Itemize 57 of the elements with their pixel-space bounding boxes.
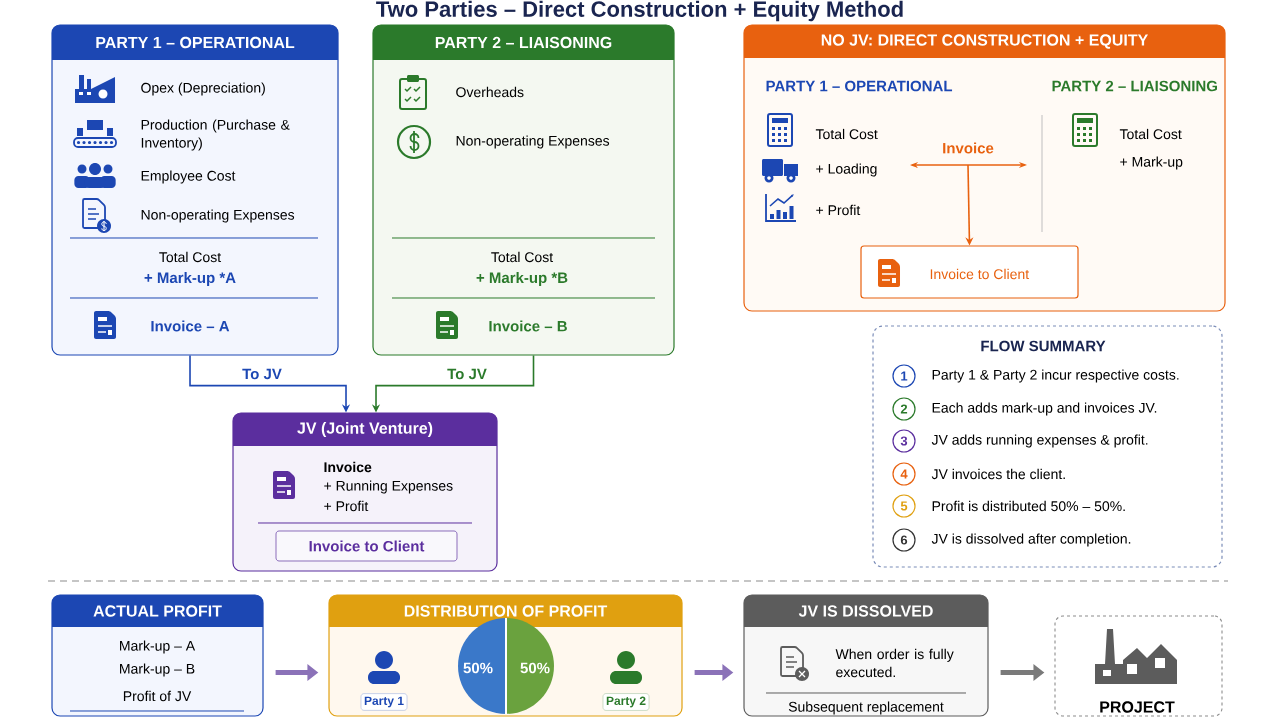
edge-label: To JV bbox=[240, 367, 284, 381]
invoice-box: Invoice to Client bbox=[275, 530, 458, 562]
markup-label: + Mark-up *B bbox=[476, 272, 568, 286]
cost-item: Production (Purchase & Inventory) bbox=[141, 119, 290, 151]
cost-item: + Mark-up bbox=[1120, 156, 1183, 170]
panel-header: PARTY 1 – OPERATIONAL bbox=[52, 25, 338, 60]
profit-item: Mark-up – B bbox=[120, 663, 195, 677]
dissolve-note: When order is fully executed. bbox=[835, 648, 954, 678]
cost-item: + Profit bbox=[816, 204, 861, 216]
summary-step: JV invoices the client. bbox=[931, 468, 1065, 480]
panel-header: JV (Joint Venture) bbox=[233, 413, 497, 446]
invoice-heading: Invoice bbox=[324, 461, 372, 473]
edge-label: To JV bbox=[445, 367, 489, 381]
summary-heading: FLOW SUMMARY bbox=[981, 340, 1106, 352]
cost-item: Total Cost bbox=[815, 128, 878, 140]
summary-step: Profit is distributed 50% – 50%. bbox=[932, 500, 1125, 512]
panel-header: ACTUAL PROFIT bbox=[52, 595, 263, 627]
profit-item: Mark-up – A bbox=[120, 640, 196, 654]
panel-header: PARTY 2 – LIAISONING bbox=[373, 25, 674, 60]
total-label: Total Cost bbox=[491, 251, 553, 263]
cost-item: + Profit bbox=[324, 500, 369, 512]
cost-item: Overheads bbox=[456, 86, 524, 98]
party-badge: Party 2 bbox=[602, 693, 650, 711]
total-label: Total Cost bbox=[159, 251, 221, 263]
summary-step: JV adds running expenses & profit. bbox=[931, 434, 1148, 448]
markup-label: + Mark-up *A bbox=[144, 272, 236, 286]
cost-item: Employee Cost bbox=[141, 170, 236, 184]
summary-step: Party 1 & Party 2 incur respective costs. bbox=[932, 369, 1179, 383]
step-number: 4 bbox=[892, 462, 916, 486]
cost-item: + Loading bbox=[816, 163, 877, 177]
project-label: PROJECT bbox=[1100, 701, 1175, 713]
cost-item: + Running Expenses bbox=[324, 480, 453, 494]
step-number: 1 bbox=[892, 364, 916, 388]
profit-item: Profit of JV bbox=[123, 690, 192, 702]
cost-item: Non-operating Expenses bbox=[141, 209, 295, 223]
diagram-title: Two Parties – Direct Construction + Equity Method bbox=[376, 0, 903, 22]
summary-step: Each adds mark-up and invoices JV. bbox=[932, 402, 1157, 416]
cost-item: Non-operating Expenses bbox=[456, 135, 610, 149]
step-number: 6 bbox=[892, 528, 916, 552]
party-badge: Party 1 bbox=[360, 693, 408, 711]
percent-label: 50% bbox=[520, 662, 550, 674]
invoice-label: Invoice – A bbox=[151, 320, 230, 332]
party-heading: PARTY 1 – OPERATIONAL bbox=[766, 80, 953, 92]
step-number: 3 bbox=[892, 429, 916, 453]
cost-item: Opex (Depreciation) bbox=[141, 82, 265, 96]
invoice-label: Invoice – B bbox=[489, 320, 567, 332]
percent-label: 50% bbox=[463, 662, 493, 674]
step-number: 2 bbox=[892, 397, 916, 421]
panel-header: DISTRIBUTION OF PROFIT bbox=[329, 595, 682, 627]
panel-header: NO JV: DIRECT CONSTRUCTION + EQUITY bbox=[744, 25, 1225, 58]
panel-header: JV IS DISSOLVED bbox=[744, 595, 988, 627]
dissolve-note: Subsequent replacement bbox=[788, 701, 944, 715]
invoice-box: Invoice to Client bbox=[860, 245, 1079, 299]
summary-step: JV is dissolved after completion. bbox=[931, 533, 1131, 547]
step-number: 5 bbox=[892, 494, 916, 518]
party-heading: PARTY 2 – LIAISONING bbox=[1052, 80, 1217, 92]
cost-item: Total Cost bbox=[1119, 128, 1182, 140]
